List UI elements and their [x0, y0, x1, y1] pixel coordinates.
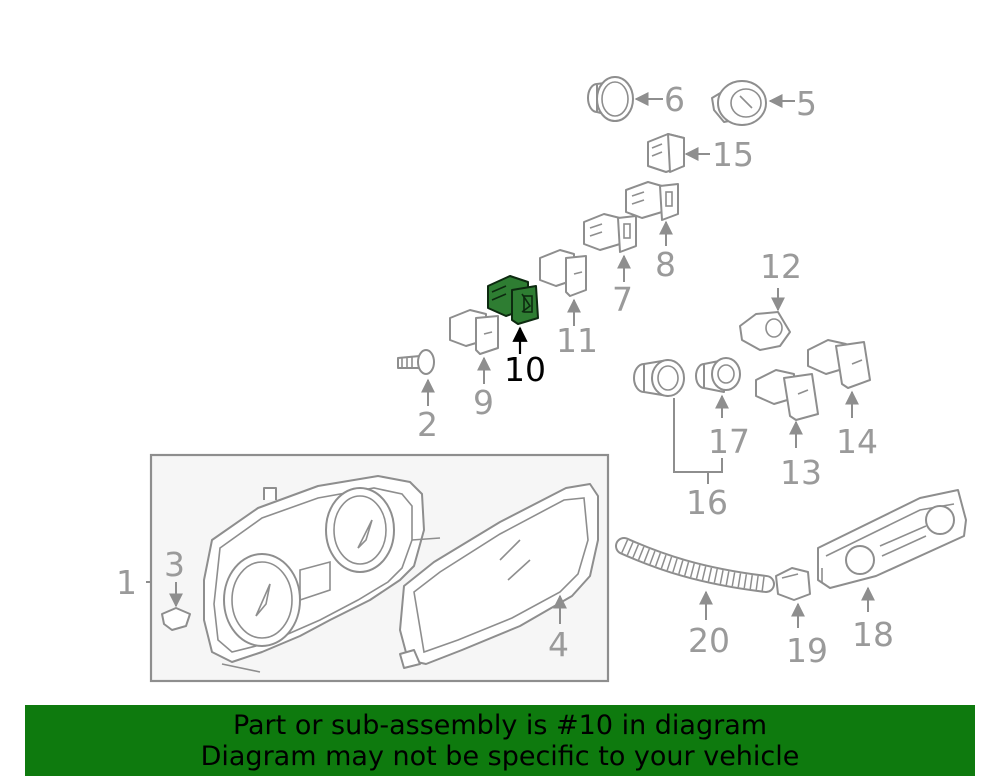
- parts-diagram: 6 5 15 8 7 11 10 9 2 12 14 13 17 16 1 3 …: [116, 76, 967, 683]
- part-1-instrument-cluster[interactable]: [203, 475, 441, 673]
- part-7-switch[interactable]: [583, 213, 637, 253]
- callout-6: 6: [664, 80, 685, 119]
- callout-13: 13: [780, 453, 822, 492]
- part-10-switch-highlighted[interactable]: [487, 275, 539, 325]
- callout-12: 12: [760, 247, 802, 286]
- part-14-switch[interactable]: [807, 339, 871, 389]
- callout-20: 20: [688, 621, 730, 660]
- callout-19: 19: [786, 631, 828, 670]
- callout-16: 16: [686, 483, 728, 522]
- part-12-switch[interactable]: [739, 311, 791, 351]
- part-11-switch[interactable]: [539, 249, 587, 297]
- info-banner: Part or sub-assembly is #10 in diagram D…: [25, 705, 975, 776]
- callout-11: 11: [556, 321, 598, 360]
- banner-line-2: Diagram may not be specific to your vehi…: [200, 741, 800, 772]
- callout-15: 15: [712, 135, 754, 174]
- callout-2: 2: [417, 405, 438, 444]
- callout-3: 3: [164, 545, 185, 584]
- callout-9: 9: [473, 383, 494, 422]
- bracket-16: [673, 398, 723, 473]
- callout-10: 10: [504, 350, 546, 389]
- part-16-socket[interactable]: [633, 359, 685, 397]
- part-20-hose[interactable]: [615, 537, 775, 593]
- part-15-switch[interactable]: [647, 133, 685, 173]
- callout-14: 14: [836, 422, 878, 461]
- callout-8: 8: [655, 245, 676, 284]
- callout-17: 17: [708, 422, 750, 461]
- part-3-clip[interactable]: [161, 607, 191, 631]
- callout-5: 5: [796, 84, 817, 123]
- callout-18: 18: [852, 615, 894, 654]
- part-13-switch[interactable]: [755, 369, 819, 421]
- part-17-socket[interactable]: [695, 357, 741, 393]
- part-8-switch[interactable]: [625, 181, 679, 221]
- part-5-knob[interactable]: [711, 80, 767, 126]
- part-9-switch[interactable]: [449, 309, 499, 355]
- banner-line-1: Part or sub-assembly is #10 in diagram: [232, 710, 768, 741]
- callout-1: 1: [116, 563, 137, 602]
- part-6-knob[interactable]: [587, 76, 634, 122]
- part-2-screw[interactable]: [397, 349, 435, 375]
- callout-7: 7: [612, 280, 633, 319]
- part-19-sensor[interactable]: [775, 567, 811, 601]
- part-18-control-panel[interactable]: [817, 489, 967, 589]
- part-4-lens[interactable]: [399, 483, 599, 669]
- callout-4: 4: [548, 625, 569, 664]
